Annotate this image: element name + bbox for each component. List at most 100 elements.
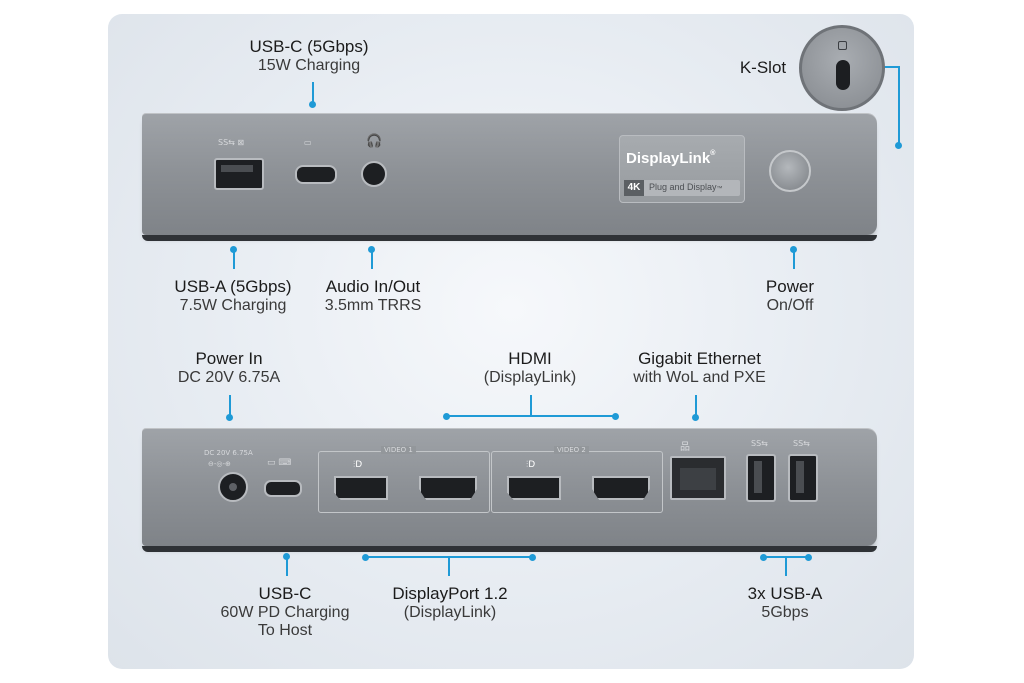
usb-ss-text-2: SS bbox=[793, 439, 804, 448]
callout-dp-v bbox=[448, 558, 450, 576]
callout-usba-rear-v bbox=[785, 558, 787, 576]
hdmi-port-1 bbox=[419, 476, 477, 500]
usbc-front-icon: ▭ bbox=[304, 138, 312, 147]
audio-port bbox=[361, 161, 387, 187]
ethernet-jack bbox=[680, 468, 716, 490]
callout-dot-power-in bbox=[226, 414, 233, 421]
callout-kslot-h bbox=[880, 66, 900, 68]
usb-ss-icon-2: SS⇆ bbox=[793, 439, 810, 448]
ethernet-port bbox=[670, 456, 726, 500]
label-usbc-front: USB-C (5Gbps) 15W Charging bbox=[219, 37, 399, 75]
kslot-zoom bbox=[799, 25, 885, 111]
label-kslot-title: K-Slot bbox=[739, 58, 787, 77]
callout-usba-front bbox=[233, 249, 235, 269]
usba-rear-tongue-2 bbox=[796, 461, 804, 493]
dp-icon-1: ⫶D bbox=[353, 460, 363, 470]
label-hdmi-title: HDMI bbox=[508, 349, 552, 368]
label-usba-front-title: USB-A (5Gbps) bbox=[174, 277, 292, 296]
usba-tongue bbox=[221, 165, 253, 172]
callout-hdmi-v bbox=[530, 395, 532, 417]
label-hdmi: HDMI (DisplayLink) bbox=[470, 349, 590, 387]
label-kslot: K-Slot bbox=[728, 58, 798, 78]
displaylink-tm: ® bbox=[710, 150, 716, 157]
callout-dot-usba-rear-right bbox=[805, 554, 812, 561]
label-usbc-front-sub: 15W Charging bbox=[257, 56, 361, 74]
label-ethernet: Gigabit Ethernet with WoL and PXE bbox=[612, 349, 787, 387]
callout-dot-dp-right bbox=[529, 554, 536, 561]
laptop-charge-icon: ▭ ⌨ bbox=[267, 458, 292, 468]
dock-front-base bbox=[142, 235, 877, 241]
label-usbc-rear-sub: 60W PD Charging bbox=[220, 603, 350, 621]
displaylink-tagline-tm: ™ bbox=[716, 186, 723, 192]
video2-group: VIDEO 2 ⫶D bbox=[491, 446, 663, 513]
dc-pin bbox=[229, 483, 237, 491]
label-displayport-sub: (DisplayLink) bbox=[403, 603, 497, 621]
usb-ss-icon-1: SS⇆ bbox=[751, 439, 768, 448]
callout-hdmi-h bbox=[447, 415, 615, 417]
displaylink-brand-row: DisplayLink® bbox=[626, 150, 715, 167]
label-power-in-title: Power In bbox=[195, 349, 263, 368]
label-usba-front: USB-A (5Gbps) 7.5W Charging bbox=[148, 277, 318, 315]
label-ethernet-sub: with WoL and PXE bbox=[633, 368, 766, 386]
label-audio-title: Audio In/Out bbox=[325, 277, 421, 296]
label-power-title: Power bbox=[765, 277, 815, 296]
label-audio-sub: 3.5mm TRRS bbox=[324, 296, 422, 314]
usba-port-front bbox=[214, 158, 264, 190]
callout-dot-hdmi-left bbox=[443, 413, 450, 420]
label-power-in: Power In DC 20V 6.75A bbox=[158, 349, 300, 387]
displaylink-brand: DisplayLink bbox=[626, 150, 711, 167]
hdmi-port-2 bbox=[592, 476, 650, 500]
label-usbc-rear-title: USB-C bbox=[258, 584, 312, 603]
usbc-port-front bbox=[295, 165, 337, 184]
video2-print: VIDEO 2 bbox=[554, 446, 589, 454]
callout-power bbox=[793, 249, 795, 269]
callout-dot-dp-left bbox=[362, 554, 369, 561]
power-button[interactable] bbox=[769, 150, 811, 192]
callout-kslot-v bbox=[898, 66, 900, 144]
usb-ss-text-1: SS bbox=[751, 439, 762, 448]
label-displayport-title: DisplayPort 1.2 bbox=[392, 584, 508, 603]
label-usba-front-sub: 7.5W Charging bbox=[179, 296, 287, 314]
dock-front: SS⇆ ⊠ ▭ 🎧 DisplayLink® 4K Plug and Displ… bbox=[142, 113, 877, 241]
label-usbc-front-title: USB-C (5Gbps) bbox=[249, 37, 369, 56]
usbc-port-rear bbox=[264, 480, 302, 497]
callout-dot-usba-rear-left bbox=[760, 554, 767, 561]
callout-audio bbox=[371, 249, 373, 269]
label-power-in-sub: DC 20V 6.75A bbox=[177, 368, 281, 386]
usba-port-rear-2 bbox=[788, 454, 818, 502]
displayport-1 bbox=[334, 476, 388, 500]
usb-ss-icon: SS⇆ ⊠ bbox=[218, 138, 245, 147]
dp-icon-2: ⫶D bbox=[526, 460, 536, 470]
label-usba-rear: 3x USB-A 5Gbps bbox=[735, 584, 835, 622]
displaylink-4k: 4K bbox=[624, 180, 644, 196]
callout-dot-hdmi-right bbox=[612, 413, 619, 420]
callout-dot-usbc-front bbox=[309, 101, 316, 108]
callout-dot-kslot bbox=[895, 142, 902, 149]
label-usbc-rear: USB-C 60W PD Charging To Host bbox=[200, 584, 370, 640]
dc-power-jack bbox=[218, 472, 248, 502]
callout-power-in bbox=[229, 395, 231, 417]
headphone-icon: 🎧 bbox=[366, 134, 383, 149]
dc-polarity-icon: ⊖-◎-⊕ bbox=[208, 460, 231, 468]
dc-print: DC 20V 6.75A bbox=[204, 449, 253, 457]
displayport-2 bbox=[507, 476, 561, 500]
displaylink-tagline: Plug and Display™ bbox=[649, 182, 723, 192]
dock-rear: DC 20V 6.75A ⊖-◎-⊕ ▭ ⌨ VIDEO 1 ⫶D VIDEO … bbox=[142, 428, 877, 552]
usba-rear-tongue-1 bbox=[754, 461, 762, 493]
displaylink-bar: 4K Plug and Display™ bbox=[624, 180, 740, 196]
dock-rear-base bbox=[142, 546, 877, 552]
displaylink-tagline-text: Plug and Display bbox=[649, 182, 717, 192]
displaylink-badge: DisplayLink® 4K Plug and Display™ bbox=[619, 135, 745, 203]
label-ethernet-title: Gigabit Ethernet bbox=[638, 349, 761, 368]
callout-usbc-front bbox=[312, 82, 314, 104]
label-hdmi-sub: (DisplayLink) bbox=[483, 368, 577, 386]
label-usbc-rear-sub2: To Host bbox=[257, 621, 313, 639]
callout-usbc-rear bbox=[286, 556, 288, 576]
label-usba-rear-sub: 5Gbps bbox=[761, 603, 809, 621]
callout-ethernet bbox=[695, 395, 697, 417]
network-icon: 品 bbox=[680, 442, 690, 453]
label-usba-rear-title: 3x USB-A bbox=[747, 584, 823, 603]
label-power: Power On/Off bbox=[744, 277, 836, 315]
usba-port-rear-1 bbox=[746, 454, 776, 502]
video1-group: VIDEO 1 ⫶D bbox=[318, 446, 490, 513]
